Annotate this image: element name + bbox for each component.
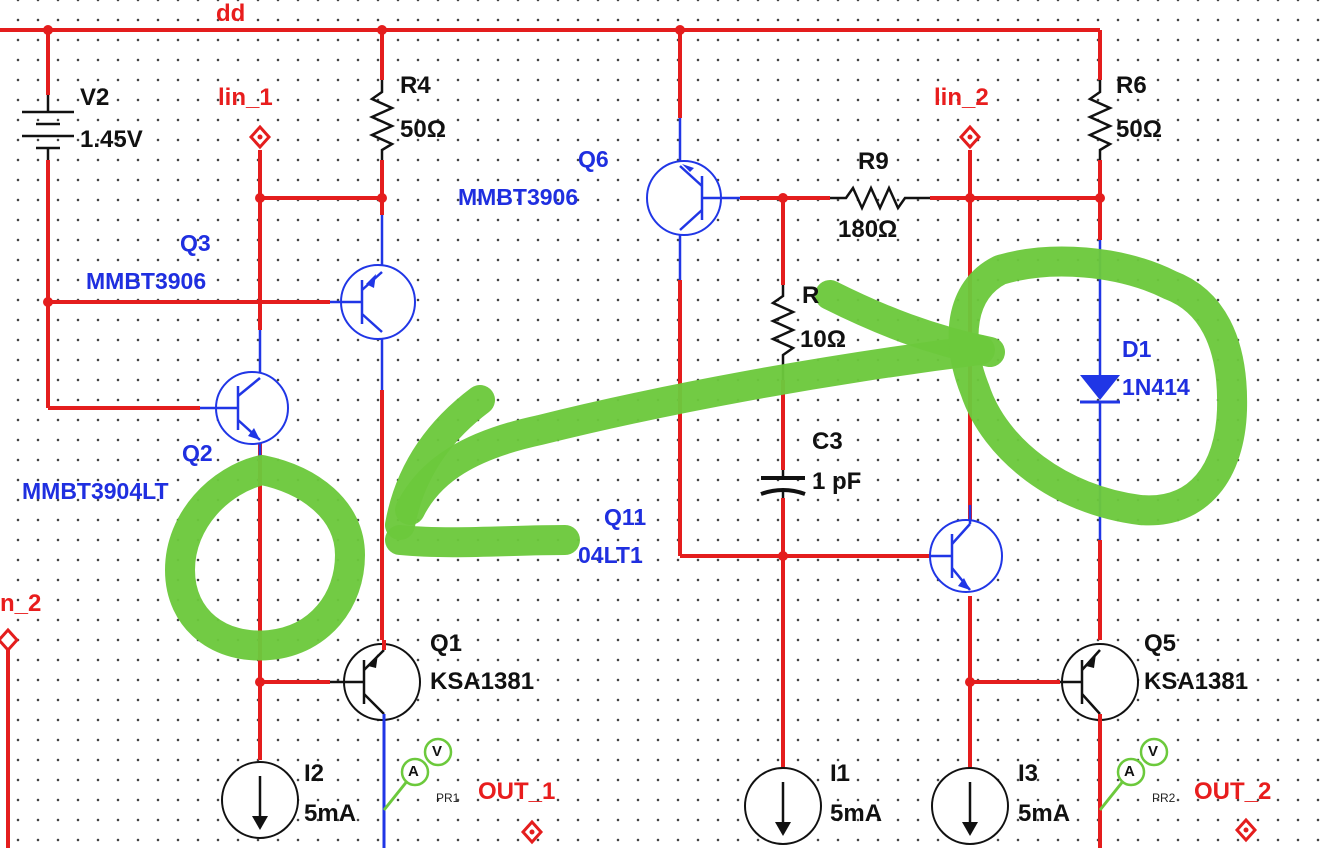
- q2-model-label: MMBT3904LT: [22, 478, 169, 504]
- probe-pr2-icon[interactable]: [1098, 737, 1169, 811]
- q3-name-label: Q3: [180, 230, 211, 256]
- junction-nodes: [43, 25, 1105, 687]
- pr2-v-label: V: [1148, 743, 1159, 760]
- r6-value-label: 50Ω: [1116, 116, 1162, 143]
- resistor-r9-symbol[interactable]: [830, 184, 930, 212]
- left-lin2-port-label: n_2: [0, 590, 42, 617]
- i1-value-label: 5mA: [830, 800, 883, 827]
- q6-name-label: Q6: [578, 146, 609, 172]
- transistor-q3-symbol[interactable]: [330, 264, 416, 340]
- i1-name-label: I1: [830, 760, 851, 787]
- net-top-label: dd: [216, 0, 246, 27]
- i3-name-label: I3: [1018, 760, 1039, 787]
- transistor-q5-symbol[interactable]: [1060, 643, 1139, 848]
- r4-value-label: 50Ω: [400, 116, 446, 143]
- probe-pr1-icon[interactable]: [382, 737, 453, 811]
- resistor-r11-symbol[interactable]: [769, 285, 797, 380]
- transistor-q2-symbol[interactable]: [200, 330, 289, 460]
- lin1-column-wire[interactable]: [258, 150, 382, 760]
- q6-model-label: MMBT3906: [458, 184, 579, 210]
- out1-port-label: OUT_1: [478, 778, 556, 805]
- left-lin2-port-icon[interactable]: [0, 627, 20, 848]
- out2-port-label: OUT_2: [1194, 778, 1272, 805]
- capacitor-c3-symbol[interactable]: [760, 470, 806, 498]
- resistor-r4-symbol[interactable]: [368, 80, 396, 160]
- green-annotation-circle-left: [165, 455, 365, 661]
- v2-branch-wire[interactable]: [46, 30, 330, 410]
- r9-value-label: 180Ω: [838, 216, 898, 243]
- q5-model-label: KSA1381: [1144, 668, 1249, 695]
- lin1-port-label: lin_1: [218, 84, 273, 111]
- r9-name-label: R9: [858, 148, 889, 175]
- green-annotation-circle-right: [948, 246, 1248, 526]
- q2-name-label: Q2: [182, 440, 213, 466]
- current-source-i2-symbol[interactable]: [221, 761, 299, 839]
- r6-name-label: R6: [1116, 72, 1147, 99]
- q3-model-label: MMBT3906: [86, 268, 207, 294]
- d1-model-label: 1N414: [1122, 374, 1190, 400]
- v2-value-label: 1.45V: [80, 126, 143, 153]
- out1-port-icon[interactable]: [520, 819, 544, 845]
- q1-name-label: Q1: [430, 630, 463, 657]
- r4-name-label: R4: [400, 72, 431, 99]
- out2-port-icon[interactable]: [1234, 817, 1258, 843]
- pr1-name-label: PR1: [436, 791, 460, 805]
- i2-value-label: 5mA: [304, 800, 357, 827]
- pr2-a-label: A: [1124, 763, 1135, 780]
- current-source-i3-symbol[interactable]: [931, 767, 1009, 845]
- current-source-i1-symbol[interactable]: [744, 767, 822, 845]
- c3-name-label: C3: [812, 428, 843, 455]
- pr1-a-label: A: [408, 763, 419, 780]
- q11-name-label: Q11: [604, 504, 647, 530]
- lin2-port-label: lin_2: [934, 84, 989, 111]
- q5-name-label: Q5: [1144, 630, 1177, 657]
- transistor-q6-symbol[interactable]: [646, 118, 740, 280]
- pr2-name-label: PR2: [1152, 791, 1176, 805]
- pr1-v-label: V: [432, 743, 443, 760]
- i3-value-label: 5mA: [1018, 800, 1071, 827]
- i2-name-label: I2: [304, 760, 325, 787]
- transistor-q11-symbol[interactable]: [929, 505, 1003, 593]
- q11-model-label: 04LT1: [578, 542, 643, 568]
- c3-value-label: 1 pF: [812, 468, 862, 495]
- transistor-q1-symbol[interactable]: [330, 640, 421, 721]
- r11-name-label: R: [802, 282, 820, 309]
- green-annotation-arrow: [385, 280, 1005, 558]
- v2-name-label: V2: [80, 84, 110, 111]
- lin2-port-icon[interactable]: [958, 124, 982, 150]
- battery-v2-symbol[interactable]: [22, 95, 74, 160]
- q1-model-label: KSA1381: [430, 668, 535, 695]
- resistor-r6-symbol[interactable]: [1086, 80, 1114, 160]
- d1-name-label: D1: [1122, 336, 1152, 362]
- r11-value-label: 10Ω: [800, 326, 846, 353]
- lin1-port-icon[interactable]: [248, 124, 272, 150]
